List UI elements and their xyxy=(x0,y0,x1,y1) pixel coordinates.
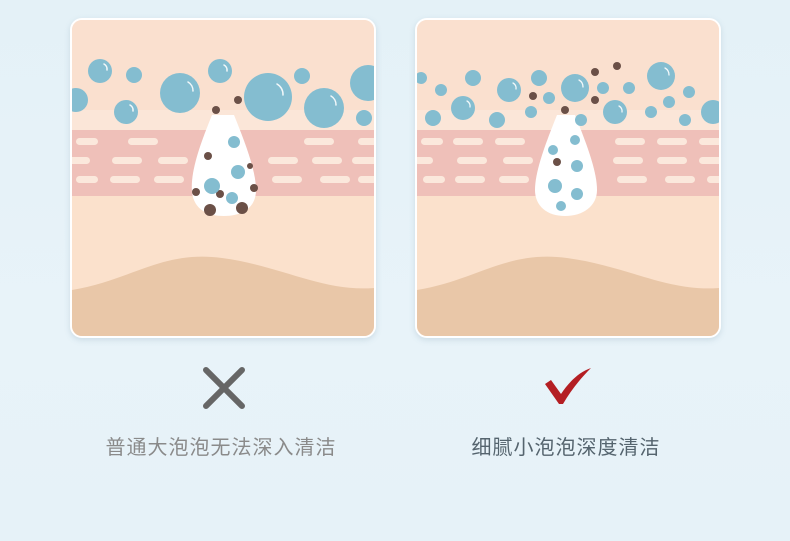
caption-large-bubbles: 普通大泡泡无法深入清洁 xyxy=(105,435,337,459)
comparison-panel-large-bubbles xyxy=(70,18,376,338)
caption-fine-bubbles: 细腻小泡泡深度清洁 xyxy=(471,435,661,459)
check-icon xyxy=(541,364,595,412)
cross-icon xyxy=(200,364,248,416)
skin-illustration-fine-bubbles xyxy=(417,20,719,336)
skin-illustration-large-bubbles xyxy=(72,20,374,336)
comparison-panel-fine-bubbles xyxy=(415,18,721,338)
